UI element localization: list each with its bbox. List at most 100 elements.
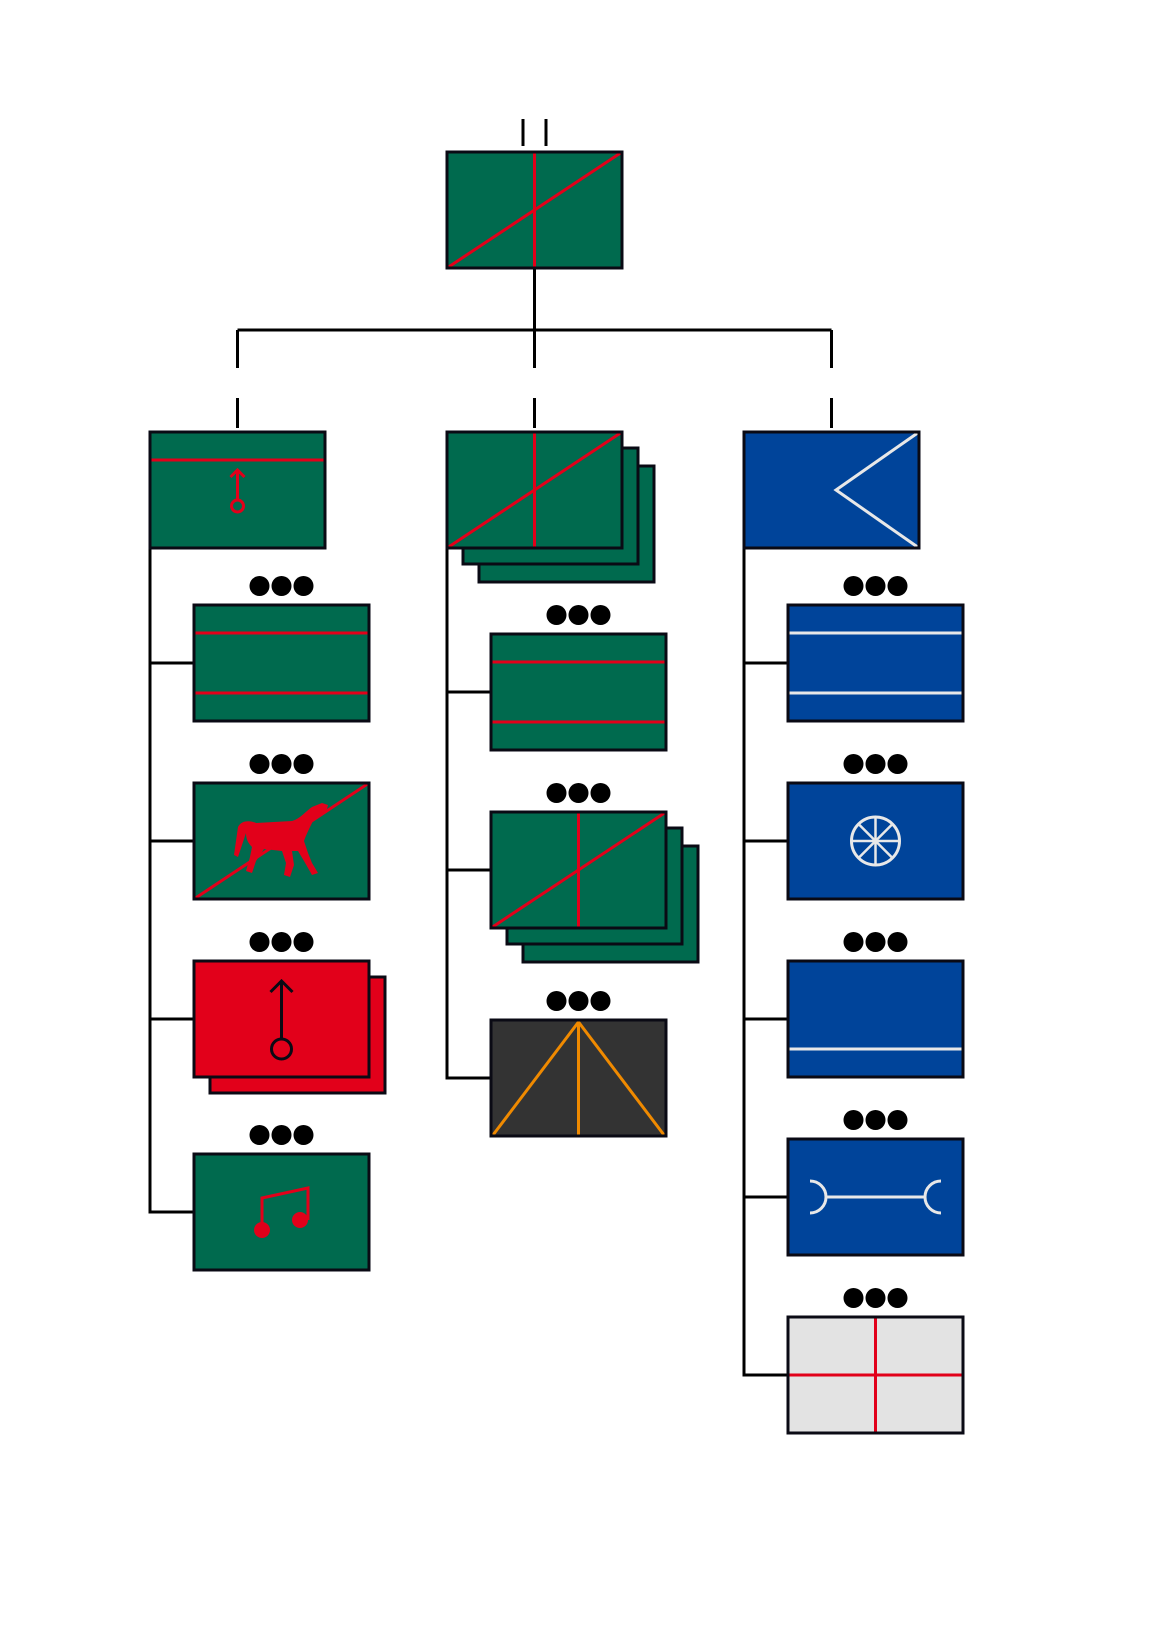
echelon-dots-icon [843, 932, 908, 952]
unit-frame [194, 1154, 369, 1270]
echelon-dot [568, 605, 589, 625]
echelon-dot [249, 576, 270, 596]
echelon-dot [887, 576, 908, 596]
echelon-dot [271, 1125, 292, 1145]
echelon-dot [271, 932, 292, 952]
echelon-dot [887, 1110, 908, 1130]
unit-border [489, 1018, 668, 1138]
echelon-dots-icon [546, 605, 611, 625]
music-note-icon [254, 1186, 310, 1238]
echelon-dot [887, 754, 908, 774]
unicorn-icon [234, 803, 328, 877]
echelon-dots-icon [843, 1110, 908, 1130]
echelon-dots-icon [843, 754, 908, 774]
unit-symbol [150, 458, 325, 514]
unit-symbol [491, 1020, 666, 1136]
echelon-dot [546, 605, 567, 625]
unit-border [489, 632, 668, 752]
unit-border [786, 959, 965, 1079]
unit-symbol [833, 432, 919, 548]
node-center-child-1 [489, 605, 668, 752]
echelon-dot [843, 754, 864, 774]
echelon-dot [249, 754, 270, 774]
node-right-child-3 [786, 932, 965, 1079]
echelon-dots-icon [843, 1288, 908, 1308]
node-center-head [445, 430, 656, 584]
unit-symbol [194, 631, 369, 695]
echelon-dots-icon [249, 576, 314, 596]
echelon-dot [293, 932, 314, 952]
echelon-dot [568, 783, 589, 803]
node-left-child-3 [192, 932, 387, 1095]
unit-border [192, 959, 371, 1079]
echelon-dot [568, 991, 589, 1011]
unit-symbol [788, 631, 963, 695]
node-right-child-1 [786, 576, 965, 723]
echelon-dots-icon [546, 991, 611, 1011]
diagonal-line-icon [491, 812, 666, 928]
unit-symbol [447, 152, 622, 268]
unit-border [786, 603, 965, 723]
unit-symbol [194, 783, 369, 899]
diagonal-line-icon [447, 152, 622, 268]
echelon-dot [865, 576, 886, 596]
node-root [445, 119, 624, 270]
echelon-dot [590, 605, 611, 625]
echelon-dots-icon [249, 754, 314, 774]
chevron-left-icon [833, 432, 919, 548]
unit-frame [194, 605, 369, 721]
echelon-dots-icon [843, 576, 908, 596]
echelon-dot [843, 576, 864, 596]
echelon-dot [887, 932, 908, 952]
echelon-dots-icon [249, 1125, 314, 1145]
echelon-dot [865, 932, 886, 952]
echelon-dot [590, 783, 611, 803]
unit-border [786, 781, 965, 901]
node-right-head [742, 430, 921, 550]
unit-border [786, 1137, 965, 1257]
node-left-child-4 [192, 1125, 371, 1272]
node-left-child-2 [192, 754, 371, 901]
unit-frame [788, 961, 963, 1077]
connector-lines [148, 268, 833, 1377]
unit-symbol [447, 432, 622, 548]
unit-border [742, 430, 921, 550]
unit-border [192, 603, 371, 723]
echelon-dot [293, 754, 314, 774]
echelon-dot [249, 1125, 270, 1145]
echelon-dot [887, 1288, 908, 1308]
unit-symbol [491, 812, 666, 928]
arrow-circle-icon [229, 467, 246, 514]
echelon-dot [865, 754, 886, 774]
echelon-dot [590, 991, 611, 1011]
echelon-dot [271, 754, 292, 774]
link-bracket-icon [809, 1179, 942, 1215]
unit-border [445, 150, 624, 270]
unit-border [786, 1315, 965, 1435]
diagonal-line-icon [447, 432, 622, 548]
echelon-dot [249, 932, 270, 952]
unit-border [489, 810, 668, 930]
unit-nodes [148, 119, 965, 1435]
node-left-head [148, 430, 327, 550]
echelon-dot [293, 576, 314, 596]
unit-border [445, 430, 624, 550]
unit-symbol [269, 978, 294, 1061]
unit-border [192, 1152, 371, 1272]
wheel-icon [850, 815, 901, 867]
echelon-dot [293, 1125, 314, 1145]
echelon-dot [843, 932, 864, 952]
echelon-dots-icon [546, 783, 611, 803]
echelon-dot [546, 783, 567, 803]
unit-symbol [491, 660, 666, 724]
unit-border [192, 781, 371, 901]
node-right-child-5 [786, 1288, 965, 1435]
echelon-dot [843, 1288, 864, 1308]
echelon-dot [271, 576, 292, 596]
node-center-child-3 [489, 991, 668, 1138]
unit-frame [788, 605, 963, 721]
echelon-dot [865, 1288, 886, 1308]
echelon-dot [843, 1110, 864, 1130]
unit-symbol [254, 1186, 310, 1238]
